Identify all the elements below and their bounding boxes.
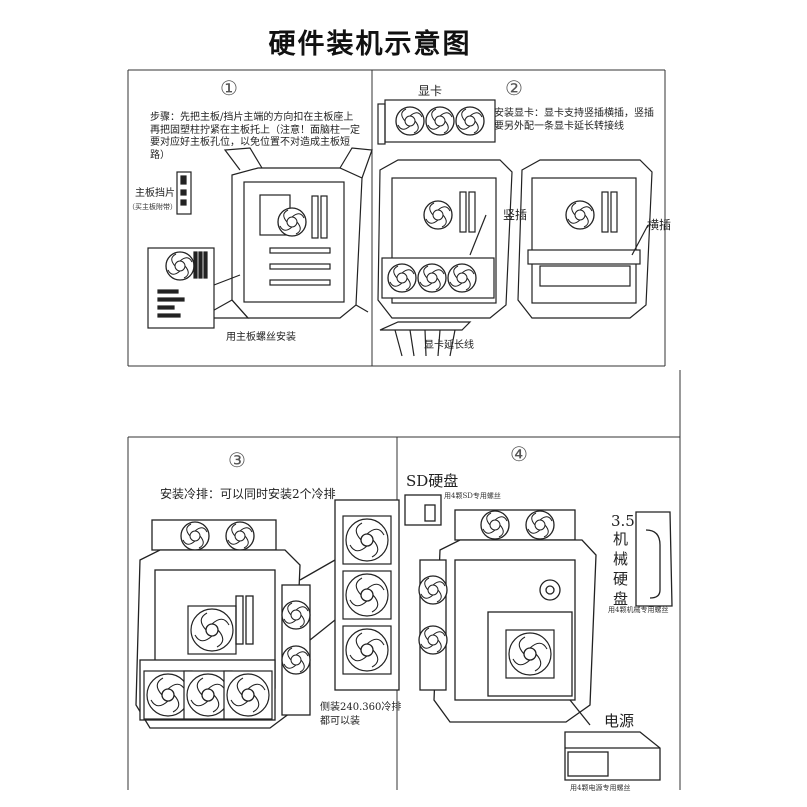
page-title: 硬件装机示意图: [268, 29, 472, 60]
hdd-label-3: 械: [613, 550, 629, 568]
hdd-sublabel: 用4颗机械专用螺丝: [608, 606, 669, 614]
panel-3-drawing: [135, 499, 400, 729]
panel-3-number: ③: [228, 448, 246, 472]
hdd-label-4: 硬: [613, 570, 629, 588]
gpu-label: 显卡: [418, 84, 443, 98]
panel-1-number: ①: [220, 76, 238, 100]
hdd-label-1: 3.5: [611, 512, 635, 530]
psu-sublabel: 用4颗电源专用螺丝: [570, 784, 631, 792]
ssd-label: SD硬盘: [406, 472, 459, 490]
hdd-label-5: 盘: [613, 590, 629, 608]
hdd-label-2: 机: [613, 530, 629, 548]
horizontal-mount-label: 横插: [647, 218, 672, 232]
step-2-text: 安装显卡：显卡支持竖插横插，竖插要另外配一条显卡延长转接线: [494, 108, 654, 132]
step-1-text: 步骤：先把主板/挡片主端的方向扣在主板座上再把固塑柱拧紧在主板托上（注意！面脑柱…: [150, 112, 360, 161]
ssd-sublabel: 用4颗SD专用螺丝: [444, 492, 501, 500]
mb-screw-label: 用主板螺丝安装: [226, 332, 296, 343]
panel-4-drawing: [404, 494, 673, 781]
step-3-text: 安装冷排：可以同时安装2个冷排: [160, 487, 336, 501]
side-radiator-text-1: 侧装240.360冷排: [320, 702, 402, 713]
panel-2-number: ②: [505, 76, 523, 100]
panel-borders: [127, 69, 681, 790]
panel-4-number: ④: [510, 442, 528, 466]
riser-cable-label: 显卡延长线: [424, 340, 474, 351]
io-shield-sublabel: （买主板附带）: [128, 203, 177, 211]
psu-label: 电源: [604, 712, 635, 730]
panel-2-drawing: [377, 99, 653, 357]
panel-1-drawing: [147, 147, 373, 329]
io-shield-label: 主板挡片: [135, 188, 175, 199]
side-radiator-text-2: 都可以装: [320, 716, 360, 727]
vertical-mount-label: 竖插: [503, 208, 528, 222]
